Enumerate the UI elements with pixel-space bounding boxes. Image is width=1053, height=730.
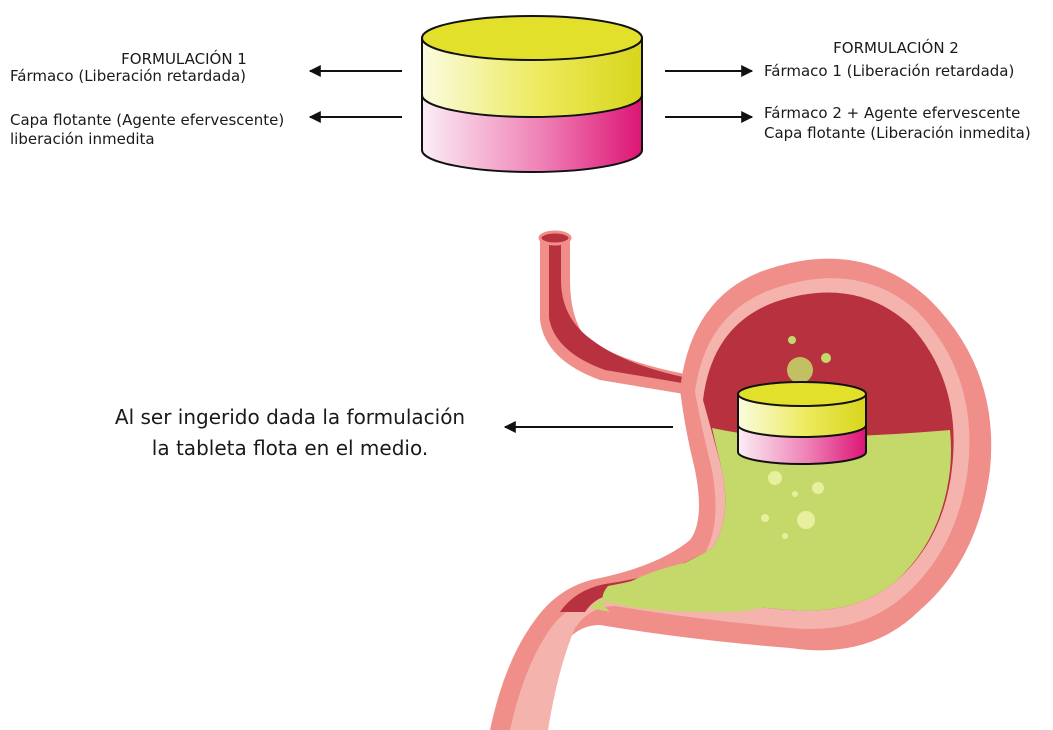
formulation-2-lower-layer: Fármaco 2 + Agente efervescente <box>764 104 1020 123</box>
formulation-2-lower-layer-release: Capa flotante (Liberación inmedita) <box>764 124 1031 143</box>
bubble <box>812 482 824 494</box>
esophagus-opening <box>540 232 570 244</box>
stomach-caption-line-2: la tableta flota en el medio. <box>100 433 480 463</box>
formulation-2-title: FORMULACIÓN 2 <box>776 39 1016 58</box>
bubble <box>792 491 798 497</box>
tablet-floating-face <box>738 382 866 406</box>
tablet-top <box>422 16 642 172</box>
tablet-floating <box>738 382 866 464</box>
formulation-1-lower-layer-release: liberación inmedita <box>10 130 155 149</box>
stomach-illustration <box>490 232 991 730</box>
bubble <box>761 514 769 522</box>
bubble <box>782 533 788 539</box>
formulation-2-upper-layer: Fármaco 1 (Liberación retardada) <box>764 62 1014 81</box>
bubble <box>797 511 815 529</box>
bubble <box>787 357 813 383</box>
bubble <box>768 471 782 485</box>
stomach-caption-line-1: Al ser ingerido dada la formulación <box>100 402 480 432</box>
bubble <box>821 353 831 363</box>
formulation-1-upper-layer: Fármaco (Liberación retardada) <box>10 67 246 86</box>
formulation-1-lower-layer: Capa flotante (Agente efervescente) <box>10 111 284 130</box>
tablet-top-face <box>422 16 642 60</box>
bubble <box>788 336 796 344</box>
